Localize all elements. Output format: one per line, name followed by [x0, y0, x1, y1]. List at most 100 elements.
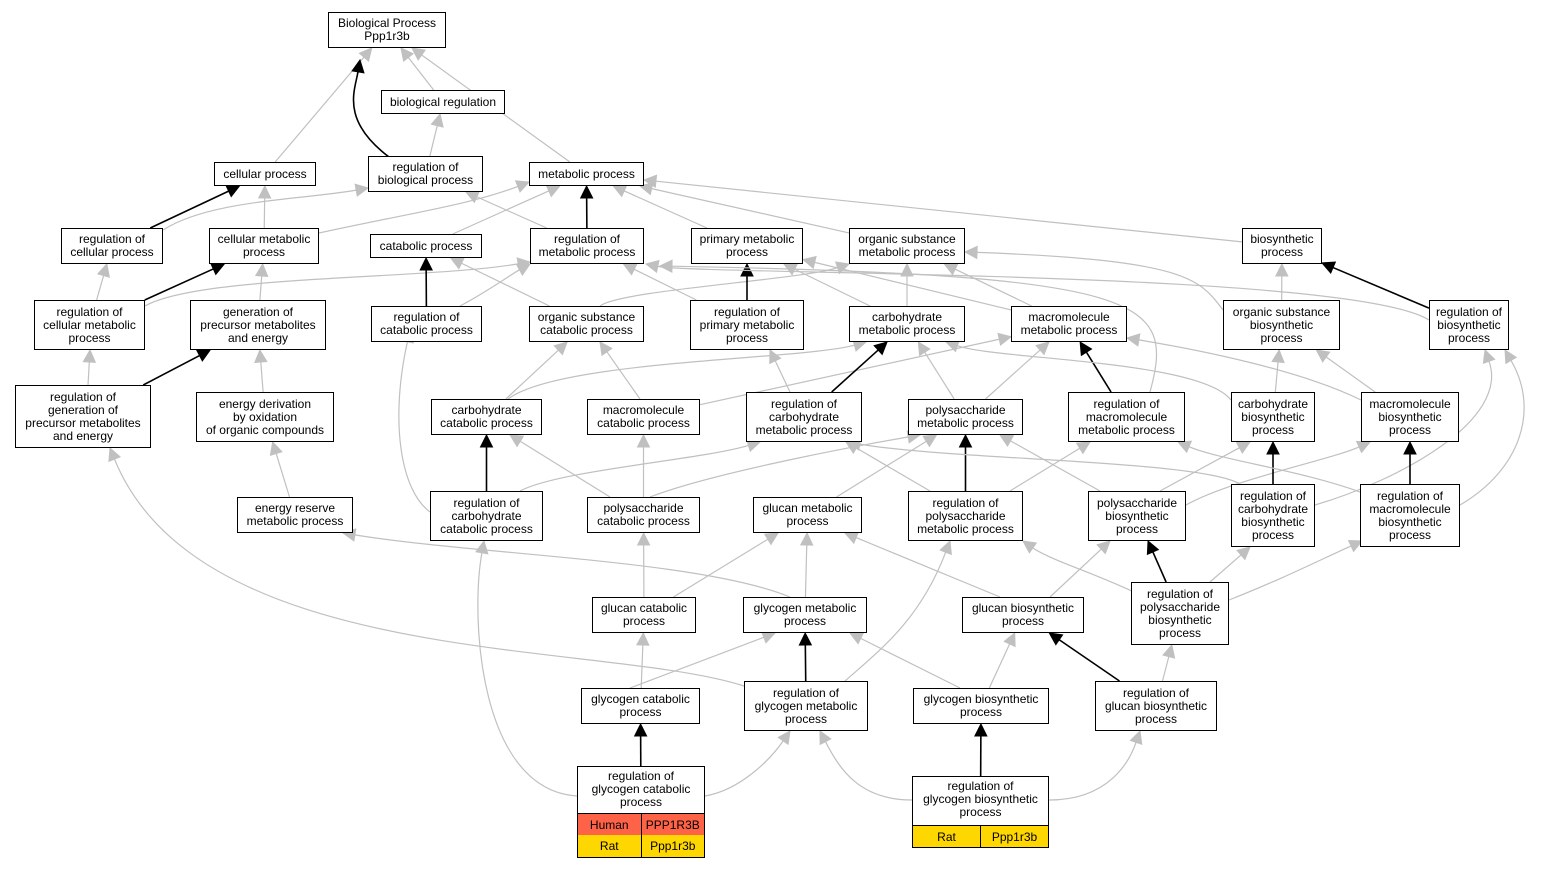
go-term-node-reggenprec[interactable]: regulation of generation of precursor me…	[15, 385, 151, 448]
edge-arrowhead	[430, 112, 444, 128]
go-term-node-orgsubbio[interactable]: organic substance biosynthetic process	[1223, 300, 1340, 350]
edge-line	[824, 741, 913, 801]
edge-arrowhead	[633, 722, 648, 737]
edge-arrowhead	[763, 532, 780, 546]
edge-arrowhead	[354, 183, 370, 197]
edge-line	[1085, 351, 1112, 393]
edge-carbcat-to-orgsubcat	[505, 341, 568, 400]
edge-arrowhead	[464, 190, 481, 204]
go-term-node-orgsub[interactable]: organic substance metabolic process	[849, 228, 965, 264]
go-term-node-regprim[interactable]: regulation of primary metabolic process	[690, 300, 804, 350]
go-term-node-regbio[interactable]: regulation of biological process	[368, 156, 483, 192]
go-term-node-orgsubcat[interactable]: organic substance catabolic process	[529, 306, 644, 342]
go-term-node-biosyn[interactable]: biosynthetic process	[1242, 228, 1322, 264]
go-term-node-carbbio[interactable]: carbohydrate biosynthetic process	[1231, 392, 1315, 442]
go-term-node-bioreg[interactable]: biological regulation	[381, 90, 505, 114]
go-term-node-regpolybio[interactable]: regulation of polysaccharide biosyntheti…	[1131, 582, 1229, 645]
go-term-node-glycmet[interactable]: glycogen metabolic process	[743, 597, 867, 633]
go-term-node-glucancat[interactable]: glucan catabolic process	[592, 597, 696, 633]
go-term-node-bp[interactable]: Biological Process Ppp1r3b	[328, 12, 446, 48]
edge-line	[655, 180, 1243, 243]
go-term-node-regcarbmet[interactable]: regulation of carbohydrate metabolic pro…	[746, 392, 862, 442]
edge-orgsubcat-to-catab	[449, 257, 550, 307]
go-term-node-regcarbbio[interactable]: regulation of carbohydrate biosynthetic …	[1231, 484, 1315, 547]
go-term-node-glyccat[interactable]: glycogen catabolic process	[581, 688, 700, 724]
go-term-node-metab[interactable]: metabolic process	[529, 162, 644, 186]
edge-arrowhead	[777, 730, 791, 746]
edge-arrowhead	[1129, 729, 1143, 746]
edge-line	[407, 57, 435, 91]
edge-arrowhead	[1176, 440, 1193, 454]
edge-polycat-to-macrocat	[636, 433, 651, 497]
go-term-node-regcarbcat[interactable]: regulation of carbohydrate catabolic pro…	[430, 491, 543, 541]
edge-arrowhead	[636, 631, 650, 646]
edge-glyccat-to-glucancat	[636, 631, 650, 689]
go-term-node-regcellmet[interactable]: regulation of cellular metabolic process	[34, 300, 145, 350]
go-term-node-regglyccat[interactable]: regulation of glycogen catabolic process	[577, 766, 705, 814]
edge-arrowhead	[1075, 441, 1091, 455]
go-term-node-genprec[interactable]: generation of precursor metabolites and …	[190, 300, 326, 350]
go-term-node-cellproc[interactable]: cellular process	[214, 162, 316, 186]
edge-arrowhead	[254, 348, 268, 363]
go-term-node-regcatab[interactable]: regulation of catabolic process	[371, 306, 482, 342]
go-term-node-energyder[interactable]: energy derivation by oxidation of organi…	[196, 392, 334, 442]
go-term-node-regmet[interactable]: regulation of metabolic process	[530, 228, 644, 264]
go-term-node-carbmet[interactable]: carbohydrate metabolic process	[849, 306, 965, 342]
go-term-node-regpolymet[interactable]: regulation of polysaccharide metabolic p…	[908, 491, 1023, 541]
edge-arrowhead	[545, 184, 561, 198]
edge-line	[1161, 656, 1170, 682]
edge-line	[260, 361, 264, 393]
go-term-node-regglycmet[interactable]: regulation of glycogen metabolic process	[744, 681, 868, 731]
go-term-node-energyres[interactable]: energy reserve metabolic process	[237, 497, 353, 533]
edge-line	[985, 349, 1041, 400]
go-term-node-regmacromet[interactable]: regulation of macromolecule metabolic pr…	[1068, 392, 1185, 442]
go-term-node-polycat[interactable]: polysaccharide catabolic process	[587, 497, 700, 533]
go-term-node-polymet[interactable]: polysaccharide metabolic process	[908, 399, 1023, 435]
edge-arrowhead	[108, 446, 122, 463]
edge-line	[113, 458, 745, 687]
go-term-node-catab[interactable]: catabolic process	[370, 234, 482, 258]
edge-line	[623, 190, 708, 229]
edge-line	[1188, 446, 1361, 493]
edge-macromet-to-primmet	[801, 255, 1012, 311]
edge-genprec-to-cellmet	[254, 262, 269, 301]
edge-regcarbcat-to-regcatab	[398, 328, 431, 513]
edge-line	[1209, 554, 1242, 583]
go-term-node-glycbio[interactable]: glycogen biosynthetic process	[913, 688, 1049, 724]
go-term-node-primmet[interactable]: primary metabolic process	[691, 228, 803, 264]
edge-regglucanbio-to-regpolybio	[1161, 643, 1176, 682]
edge-arrowhead	[515, 263, 531, 276]
edge-line	[856, 447, 931, 492]
edge-arrowhead	[1079, 341, 1093, 357]
edge-line	[142, 354, 200, 386]
edge-arrowhead	[1271, 348, 1285, 364]
go-term-node-polybio[interactable]: polysaccharide biosynthetic process	[1088, 491, 1186, 541]
go-term-node-glucanbio[interactable]: glucan biosynthetic process	[962, 597, 1084, 633]
go-term-node-macromet[interactable]: macromolecule metabolic process	[1011, 306, 1127, 342]
edge-line	[860, 637, 961, 689]
edge-arrowhead	[644, 259, 660, 274]
go-term-node-regmacrobio[interactable]: regulation of macromolecule biosynthetic…	[1360, 484, 1460, 547]
edge-line	[855, 537, 1001, 598]
go-term-node-macrocat[interactable]: macromolecule catabolic process	[587, 399, 700, 435]
edge-arrowhead	[917, 341, 931, 357]
edge-arrowhead	[636, 433, 651, 448]
edge-regglycbio-to-regglucanbio	[1048, 729, 1143, 801]
go-term-node-regglycbio[interactable]: regulation of glycogen biosynthetic proc…	[912, 776, 1049, 826]
edge-regcellmet-to-cellmet	[144, 262, 226, 301]
go-term-node-macrobio[interactable]: macromolecule biosynthetic process	[1361, 392, 1459, 442]
edge-arrowhead	[1003, 631, 1016, 648]
edge-reggenprec-to-regcellmet	[82, 348, 97, 386]
go-term-node-regglucanbio[interactable]: regulation of glucan biosynthetic proces…	[1095, 681, 1217, 731]
edge-arrowhead	[96, 262, 110, 278]
go-term-node-carbcat[interactable]: carbohydrate catabolic process	[431, 399, 542, 435]
go-term-node-cellmet[interactable]: cellular metabolic process	[209, 228, 319, 264]
edge-arrowhead	[257, 184, 272, 199]
edge-regpolybio-to-regcarbbio	[1209, 546, 1251, 583]
edge-line	[505, 349, 559, 400]
go-term-node-glucanmet[interactable]: glucan metabolic process	[753, 497, 862, 533]
go-term-node-regbiosyn[interactable]: regulation of biosynthetic process	[1429, 300, 1509, 350]
go-term-node-regcell[interactable]: regulation of cellular process	[61, 228, 163, 264]
